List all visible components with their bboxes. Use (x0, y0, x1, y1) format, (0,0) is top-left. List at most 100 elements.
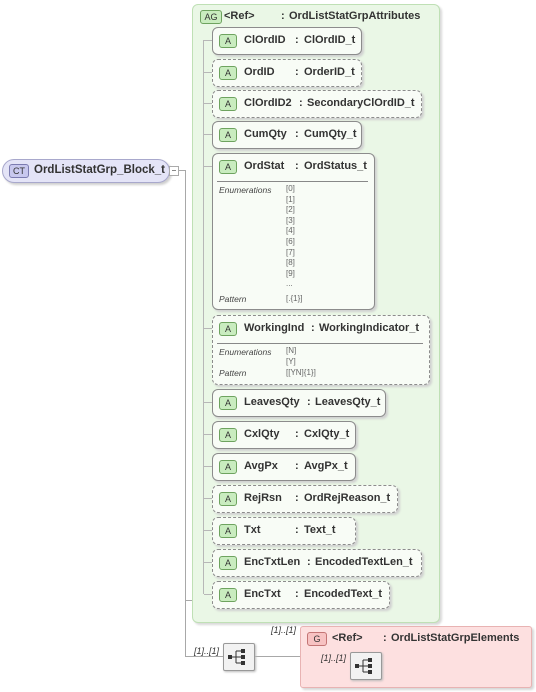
attribute-type: AvgPx_t (304, 460, 348, 472)
attribute-group-badge: AG (200, 10, 222, 24)
attribute-name: EncTxtLen (244, 556, 301, 568)
attribute-type: EncodedTextLen_t (315, 556, 413, 568)
enumerations-label: Enumerations (219, 185, 272, 195)
attribute-badge: A (219, 556, 237, 570)
connector-ag-h (185, 600, 193, 601)
connector-ct-h (178, 170, 186, 171)
attribute-colon: : (299, 97, 303, 109)
enumerations-values: [N] [Y] (286, 346, 297, 366)
attribute-type: LeavesQty_t (315, 396, 381, 408)
group-sequence-compositor[interactable] (350, 652, 382, 680)
attribute-badge: A (219, 524, 237, 538)
attribute-badge: A (219, 160, 237, 174)
attribute-colon: : (295, 460, 299, 472)
attribute-ordid[interactable]: A OrdID : OrderID_t (212, 59, 362, 87)
collapse-toggle[interactable] (169, 166, 179, 176)
attribute-avgpx[interactable]: A AvgPx : AvgPx_t (212, 453, 356, 481)
attribute-name: WorkingInd (244, 322, 305, 334)
attribute-colon: : (295, 160, 299, 172)
attribute-type: Text_t (304, 524, 336, 536)
attribute-clordid[interactable]: A ClOrdID : ClOrdID_t (212, 27, 362, 55)
attribute-badge: A (219, 460, 237, 474)
attribute-badge: A (219, 97, 237, 111)
attribute-stub (204, 466, 212, 467)
attribute-stub (204, 562, 212, 563)
attribute-badge: A (219, 588, 237, 602)
attribute-name: RejRsn (244, 492, 282, 504)
attribute-name: OrdID (244, 66, 275, 78)
complex-type-node[interactable]: CT OrdListStatGrp_Block_t (2, 159, 170, 183)
attribute-name: CumQty (244, 128, 287, 140)
connector-group-h (254, 656, 300, 657)
attribute-stub (204, 530, 212, 531)
attribute-badge: A (219, 34, 237, 48)
pattern-label: Pattern (219, 294, 247, 304)
pattern-label: Pattern (219, 368, 247, 378)
pattern-value: [[YN]{1}] (286, 368, 316, 377)
group-inner-cardinality: [1]..[1] (321, 653, 347, 663)
attribute-group-ref: <Ref> (224, 10, 255, 22)
attribute-stub (204, 498, 212, 499)
attribute-ordstat[interactable]: A OrdStat : OrdStatus_t Enumerations [0]… (212, 153, 375, 310)
pattern-value: [.{1}] (286, 294, 303, 303)
attribute-stub (204, 328, 212, 329)
group-badge: G (307, 632, 327, 646)
attribute-type: WorkingIndicator_t (319, 322, 420, 334)
attribute-txt[interactable]: A Txt : Text_t (212, 517, 356, 545)
attribute-clordid2[interactable]: A ClOrdID2 : SecondaryClOrdID_t (212, 90, 422, 118)
attribute-type: EncodedText_t (304, 588, 383, 600)
attribute-leavesqty[interactable]: A LeavesQty : LeavesQty_t (212, 389, 386, 417)
sequence-compositor[interactable] (223, 643, 255, 671)
attribute-group-name: OrdListStatGrpAttributes (289, 10, 421, 22)
attribute-colon: : (295, 524, 299, 536)
group-node[interactable]: G <Ref> : OrdListStatGrpElements [1]..[1… (300, 626, 532, 688)
attribute-stub (204, 594, 212, 595)
facet-separator (217, 181, 368, 182)
attribute-rejrsn[interactable]: A RejRsn : OrdRejReason_t (212, 485, 398, 513)
attribute-type: OrderID_t (304, 66, 355, 78)
attribute-type: SecondaryClOrdID_t (307, 97, 415, 109)
attribute-stub (204, 166, 212, 167)
attribute-badge: A (219, 322, 237, 336)
facet-separator (217, 343, 423, 344)
attribute-type: OrdStatus_t (304, 160, 367, 172)
attribute-enctxtlen[interactable]: A EncTxtLen : EncodedTextLen_t (212, 549, 422, 577)
attribute-badge: A (219, 66, 237, 80)
attribute-badge: A (219, 128, 237, 142)
attribute-badge: A (219, 428, 237, 442)
attribute-name: Txt (244, 524, 261, 536)
attribute-colon: : (295, 492, 299, 504)
attribute-name: EncTxt (244, 588, 281, 600)
attribute-cxlqty[interactable]: A CxlQty : CxlQty_t (212, 421, 356, 449)
attribute-badge: A (219, 396, 237, 410)
attribute-badge: A (219, 492, 237, 506)
attribute-stub (204, 72, 212, 73)
attribute-name: ClOrdID (244, 34, 286, 46)
group-colon: : (383, 632, 387, 644)
attribute-colon: : (295, 128, 299, 140)
complex-type-badge: CT (9, 164, 29, 178)
attribute-cumqty[interactable]: A CumQty : CumQty_t (212, 121, 362, 149)
attribute-name: LeavesQty (244, 396, 300, 408)
attribute-enctxt[interactable]: A EncTxt : EncodedText_t (212, 581, 390, 609)
attribute-workingind[interactable]: A WorkingInd : WorkingIndicator_t Enumer… (212, 315, 430, 385)
attribute-type: ClOrdID_t (304, 34, 356, 46)
attribute-stub (204, 402, 212, 403)
group-ref: <Ref> (332, 632, 363, 644)
attribute-colon: : (295, 66, 299, 78)
enumerations-values: [0] [1] [2] [3] [4] [6] [7] [8] [9] ... (286, 184, 295, 289)
attribute-stub (204, 134, 212, 135)
attribute-stub (204, 434, 212, 435)
attribute-name: ClOrdID2 (244, 97, 292, 109)
group-name: OrdListStatGrpElements (391, 632, 520, 644)
attribute-colon: : (307, 556, 311, 568)
attribute-colon: : (295, 588, 299, 600)
attribute-type: OrdRejReason_t (304, 492, 391, 504)
attribute-name: CxlQty (244, 428, 280, 440)
sequence-icon (228, 649, 245, 665)
attribute-name: AvgPx (244, 460, 278, 472)
complex-type-name: OrdListStatGrp_Block_t (34, 164, 165, 176)
attribute-colon: : (295, 34, 299, 46)
attribute-colon: : (295, 428, 299, 440)
attribute-name: OrdStat (244, 160, 285, 172)
